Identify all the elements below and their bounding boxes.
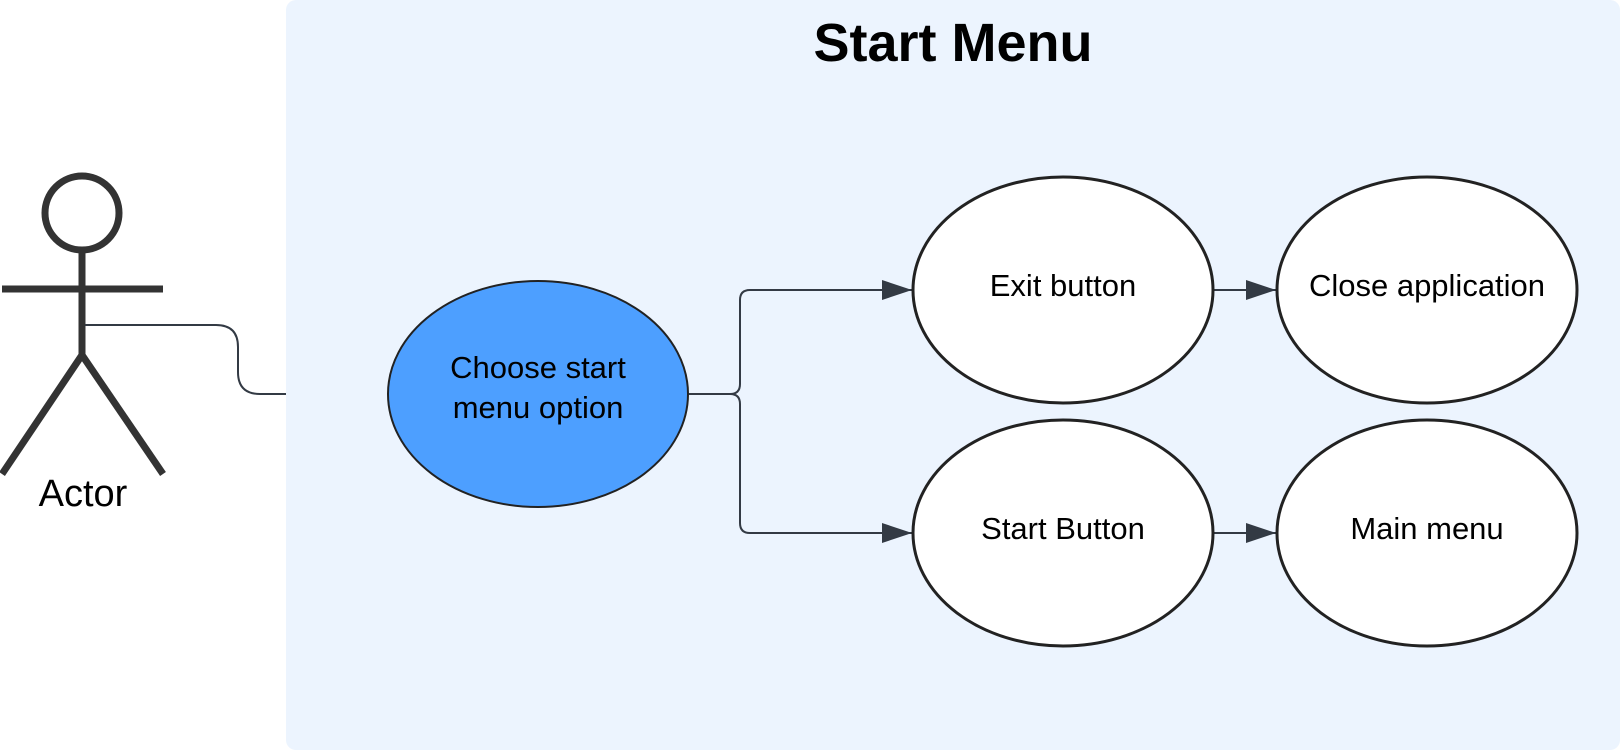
use-case-ellipse bbox=[1275, 418, 1579, 648]
use-case-ellipse bbox=[387, 280, 689, 508]
use-case-label: Close application bbox=[1309, 268, 1545, 303]
use-case-close-application[interactable]: Close application bbox=[1275, 175, 1579, 405]
use-case-label: Main menu bbox=[1350, 511, 1503, 546]
actor[interactable] bbox=[0, 172, 166, 476]
use-case-exit-button[interactable]: Exit button bbox=[911, 175, 1215, 405]
use-case-main-menu[interactable]: Main menu bbox=[1275, 418, 1579, 648]
boundary-title: Start Menu bbox=[813, 13, 1092, 73]
use-case-ellipse bbox=[911, 175, 1215, 405]
use-case-label-line-2: menu option bbox=[453, 390, 624, 425]
actor-right-leg bbox=[79, 353, 166, 476]
use-case-ellipse bbox=[911, 418, 1215, 648]
use-case-label: Exit button bbox=[990, 268, 1136, 303]
actor-label: Actor bbox=[39, 473, 128, 515]
use-case-label-line-1: Choose start bbox=[450, 350, 626, 385]
actor-head bbox=[41, 172, 123, 254]
actor-association-line bbox=[85, 324, 286, 395]
actor-left-leg bbox=[0, 353, 85, 476]
use-case-start-button[interactable]: Start Button bbox=[911, 418, 1215, 648]
use-case-label: Start Button bbox=[981, 511, 1145, 546]
use-case-choose-start-menu-option[interactable]: Choose start menu option bbox=[387, 280, 689, 508]
include-line-exit-button bbox=[689, 280, 912, 395]
use-case-ellipse bbox=[1275, 175, 1579, 405]
include-line-start-button bbox=[689, 393, 912, 543]
